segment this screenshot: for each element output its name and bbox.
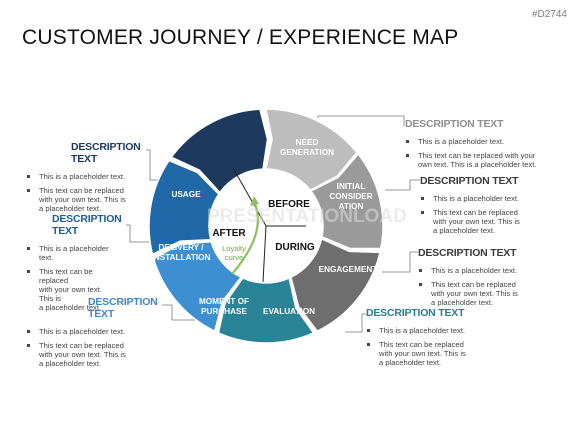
desc-bullet: This is a placeholder text. (26, 327, 166, 336)
desc-heading: DESCRIPTION TEXT (71, 141, 141, 165)
after-label: AFTER (212, 228, 246, 239)
desc-heading: DESCRIPTION TEXT (52, 213, 122, 237)
segment-label-initial-consideration: INITIAL (337, 182, 366, 191)
divider-after (262, 225, 267, 283)
connector-evaluation (345, 313, 368, 333)
loyalty-curve (231, 201, 259, 275)
segment-need-generation (265, 108, 358, 192)
segment-label-initial-consideration: CONSIDER (329, 192, 372, 201)
desc-initial-consideration: DESCRIPTION TEXT This is a placeholder t… (420, 171, 570, 235)
desc-bullet: This is a placeholder text. (418, 266, 568, 275)
desc-heading: DESCRIPTION TEXT (366, 307, 465, 319)
segment-usage (170, 108, 269, 194)
loyalty-arrow-head (250, 196, 259, 206)
before-label: BEFORE (268, 199, 310, 210)
divider-before-after (232, 167, 267, 227)
desc-engagement: DESCRIPTION TEXT This is a placeholder t… (418, 243, 568, 307)
during-label: DURING (275, 242, 315, 253)
segment-engagement (290, 237, 381, 333)
segment-label-need-generation: GENERATION (280, 148, 334, 157)
connector-delivery (126, 224, 150, 243)
segment-evaluation (217, 277, 315, 344)
desc-usage: DESCRIPTION TEXT This is a placeholder t… (26, 141, 156, 213)
connector-engagement (382, 251, 418, 273)
segment-initial-consideration (309, 152, 384, 250)
page-title: CUSTOMER JOURNEY / EXPERIENCE MAP (22, 26, 459, 49)
segment-label-usage: USAGE (171, 190, 201, 199)
segment-label-moment-of-purchase: PURCHASE (201, 307, 247, 316)
segment-label-evaluation: EVALUATION (263, 307, 315, 316)
segment-label-engagement: ENGAGEMENT (319, 265, 378, 274)
watermark: PRESENTATIONLOAD (207, 206, 407, 227)
connector-moment-of-purchase (162, 304, 195, 321)
loyalty-label-line2: curve (225, 253, 243, 262)
desc-evaluation: DESCRIPTION TEXT This is a placeholder t… (366, 303, 516, 367)
desc-moment-of-purchase: DESCRIPTION TEXT This is a placeholder t… (26, 296, 166, 368)
segment-label-initial-consideration: ATION (339, 202, 364, 211)
segment-label-need-generation: NEED (296, 138, 319, 147)
segment-delivery-installation (148, 159, 220, 256)
slide-id: #D2744 (531, 9, 567, 20)
desc-need-generation: DESCRIPTION TEXT This is a placeholder t… (405, 114, 570, 169)
segment-label-delivery-installation: DELIVERY / (158, 243, 204, 252)
segment-label-delivery-installation: INSTALLATION (152, 253, 211, 262)
loyalty-label-line1: Loyalty (222, 244, 246, 253)
desc-bullet: This is a placeholder text. (420, 194, 570, 203)
connector-initial-consideration (385, 179, 420, 191)
segment-label-moment-of-purchase: MOMENT OF (199, 297, 249, 306)
desc-heading: DESCRIPTION TEXT (418, 247, 517, 259)
desc-bullet: This is a placeholder text. (366, 326, 516, 335)
desc-bullet: This is a placeholder text. (405, 137, 570, 146)
desc-heading: DESCRIPTION TEXT (88, 296, 158, 320)
desc-heading: DESCRIPTION TEXT (405, 118, 504, 130)
desc-bullet: This is a placeholder text. (26, 172, 156, 181)
connector-need-generation (317, 115, 405, 126)
desc-heading: DESCRIPTION TEXT (420, 175, 519, 187)
